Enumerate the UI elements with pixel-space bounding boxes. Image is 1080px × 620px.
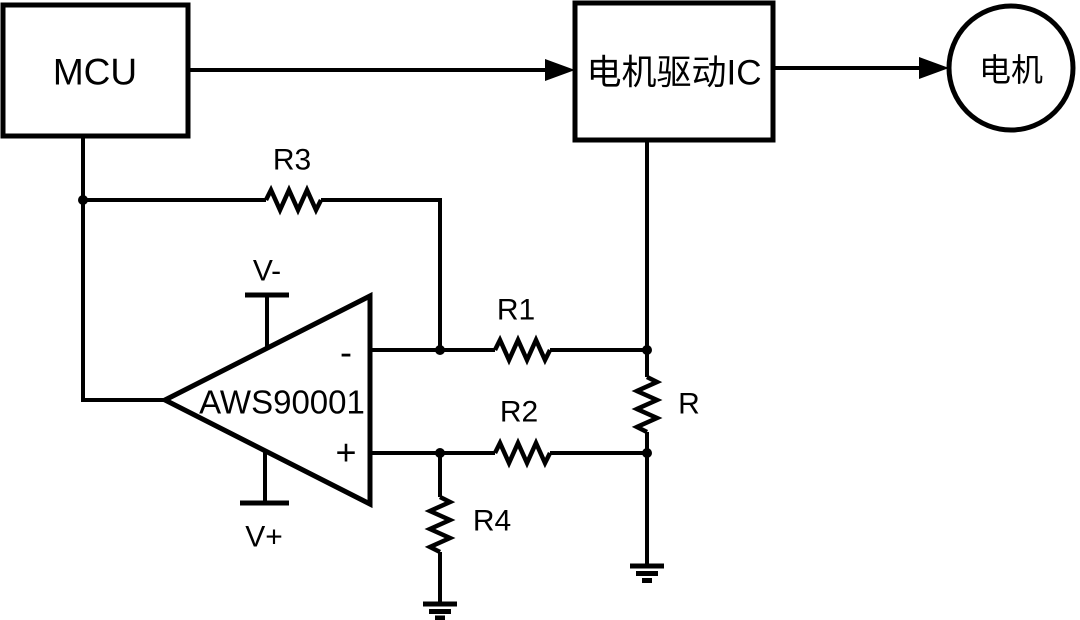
arrowhead-to-driver [545,59,575,81]
mcu-block [0,2,191,139]
resistor-r4-label: R4 [473,505,511,538]
opamp-part-label: AWS90001 [199,384,365,421]
opamp-noninverting-input-label: + [335,432,356,473]
resistor-r3 [263,184,324,216]
junction-dot-mcu-feedback [78,195,88,205]
ground-symbol-right [630,563,664,583]
junction-dot-bus-top [642,345,652,355]
motor-driver-ic-block [572,0,776,143]
junction-dot-inverting [435,345,445,355]
motor-label: 电机 [979,52,1043,88]
resistor-r [631,374,663,435]
junction-dot-noninverting [435,448,445,458]
resistor-r1 [492,334,553,366]
opamp-inverting-input-label: - [340,332,352,373]
v-plus-label: V+ [245,521,283,554]
wire-r3-to-inverting [321,198,442,350]
junction-dot-bus-bottom [642,448,652,458]
ground-symbol-r4 [423,601,457,620]
motor-driver-ic-label: 电机驱动IC [586,54,761,93]
arrowhead-to-motor [919,57,949,79]
motor-circle [946,3,1076,133]
resistor-r3-label: R3 [273,144,311,177]
wire-mcu-to-opamp-output [81,136,165,402]
resistor-r4 [424,494,456,555]
resistor-r2-label: R2 [500,396,538,429]
resistor-r-label: R [678,388,700,421]
resistor-r1-label: R1 [497,294,535,327]
v-minus-label: V- [253,255,281,288]
resistor-r2 [492,437,553,469]
mcu-label: MCU [53,52,137,93]
